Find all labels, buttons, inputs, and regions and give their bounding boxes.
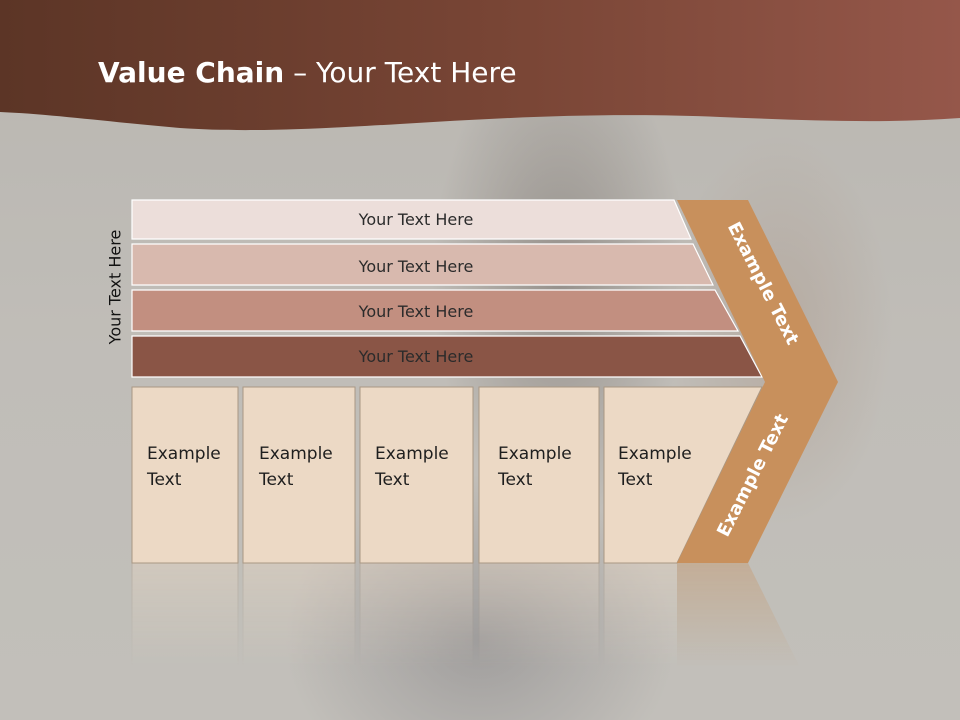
bar-3-shape (131, 289, 740, 332)
column-2-line1: Example (259, 444, 333, 464)
bar-3: Your Text Here (131, 289, 740, 332)
bar-4-label: Your Text Here (358, 347, 474, 366)
column-4-line1: Example (498, 444, 572, 464)
column-1-line2: Text (146, 470, 182, 490)
bar-1-label: Your Text Here (358, 210, 474, 229)
bar-2: Your Text Here (131, 243, 714, 286)
bar-2-shape (131, 243, 714, 286)
bar-4: Your Text Here (131, 335, 764, 378)
chevron-shape (677, 200, 838, 563)
title-rest: – Your Text Here (284, 56, 517, 89)
slide-title: Value Chain – Your Text Here (98, 56, 517, 89)
column-1-box (131, 386, 239, 564)
bar-1-shape (131, 199, 692, 240)
header-banner (0, 0, 960, 131)
column-4-box (478, 386, 600, 564)
title-bold: Value Chain (98, 56, 285, 89)
column-2-line2: Text (258, 470, 294, 490)
column-5-line1: Example (618, 444, 692, 464)
column-3-line2: Text (374, 470, 410, 490)
bar-1: Your Text Here (131, 199, 692, 240)
bar-3-label: Your Text Here (358, 302, 474, 321)
column-2-box (242, 386, 356, 564)
column-3-box (359, 386, 474, 564)
column-4-line2: Text (497, 470, 533, 490)
bar-2-label: Your Text Here (358, 257, 474, 276)
reflection (131, 562, 827, 720)
column-1-line1: Example (147, 444, 221, 464)
column-5-line2: Text (617, 470, 653, 490)
bar-4-shape (131, 335, 764, 378)
column-3-line1: Example (375, 444, 449, 464)
